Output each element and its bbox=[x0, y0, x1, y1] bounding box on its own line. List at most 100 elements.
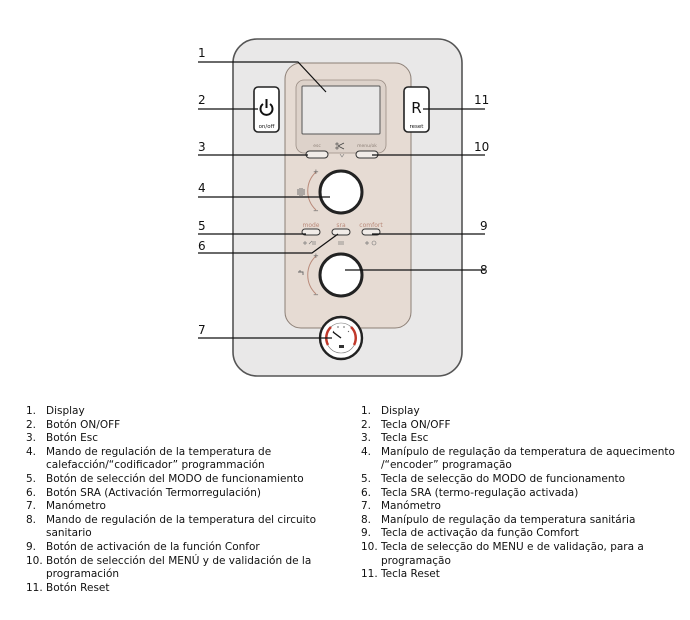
legend-item-text: programación bbox=[46, 568, 120, 581]
legend-item-text: Manípulo de regulação da temperatura san… bbox=[381, 513, 636, 526]
legend-item-text: programação bbox=[381, 554, 451, 567]
legend-item-text: Botón SRA (Activación Termorregulación) bbox=[46, 486, 261, 499]
legend-item: 10.Tecla de selecção do MENU e de valida… bbox=[361, 541, 681, 568]
legend-item-text: Tecla de selecção do MENU e de validação… bbox=[381, 540, 644, 553]
legend-item-number: 5. bbox=[361, 472, 372, 485]
legend-item: 1.Display bbox=[361, 405, 681, 419]
callout-1: 1 bbox=[198, 46, 206, 60]
legend-item-number: 4. bbox=[361, 445, 372, 458]
legend-item-text: Tecla de selecção do MODO de funcionamen… bbox=[381, 472, 626, 485]
callout-8: 8 bbox=[480, 263, 488, 277]
legend-item-text: Manómetro bbox=[46, 500, 106, 513]
legend-item-number: 2. bbox=[361, 418, 372, 431]
legend-item-text: Botón ON/OFF bbox=[46, 418, 121, 431]
callout-7: 7 bbox=[198, 323, 206, 337]
tap-clock-icon bbox=[365, 240, 377, 246]
sra-button[interactable] bbox=[331, 228, 351, 236]
legend-item-number: 5. bbox=[26, 472, 37, 485]
legend-item-text: Manípulo de regulação da temperatura de … bbox=[381, 445, 675, 458]
legend-item: 4. Manípulo de regulação da temperatura d… bbox=[361, 446, 681, 473]
legend-item-number: 10. bbox=[26, 554, 43, 567]
heating-knob[interactable] bbox=[318, 169, 364, 215]
legend-item-number: 8. bbox=[361, 513, 372, 526]
legend-item-text: Tecla SRA (termo-regulação activada) bbox=[381, 486, 579, 499]
legend-item: 2. Botón ON/OFF bbox=[26, 419, 346, 433]
tap-icon bbox=[298, 270, 304, 275]
legend-item-number: 6. bbox=[361, 486, 372, 499]
mode-button[interactable] bbox=[301, 228, 321, 236]
dhw-knob[interactable] bbox=[318, 252, 364, 298]
display-screen[interactable] bbox=[301, 85, 381, 135]
esc-label: esc bbox=[313, 144, 321, 149]
legend-item-text: Botón de selección del MODO de funcionam… bbox=[46, 472, 304, 485]
heating-knob-scale: + − bbox=[307, 168, 319, 215]
legend-item-number: 10. bbox=[361, 540, 378, 553]
legend-item-text: Manómetro bbox=[381, 500, 441, 513]
on-off-label: on/off bbox=[259, 124, 275, 130]
legend-item: 11.Botón Reset bbox=[26, 582, 346, 596]
callout-3: 3 bbox=[198, 140, 206, 154]
legend-item: 2. Tecla ON/OFF bbox=[361, 419, 681, 433]
legend-item-text: /“encoder” programação bbox=[381, 459, 512, 472]
heating-minus-sign: − bbox=[313, 207, 319, 215]
legend-item-text: Tecla Reset bbox=[381, 568, 440, 581]
legend-item: 9. Tecla de activação da função Comfort bbox=[361, 527, 681, 541]
tool-icon bbox=[339, 153, 345, 158]
legend-item: 6. Botón SRA (Activación Termorregulación… bbox=[26, 487, 346, 501]
legend-item: 6. Tecla SRA (termo-regulação activada) bbox=[361, 487, 681, 501]
legend-item-text: Botón Esc bbox=[46, 432, 99, 445]
leader-lines bbox=[198, 61, 485, 339]
legend-item-number: 6. bbox=[26, 486, 37, 499]
legend-item-text: calefacción/“codificador” programmación bbox=[46, 459, 265, 472]
legend-item-number: 9. bbox=[361, 527, 372, 540]
scissors-icon bbox=[335, 142, 345, 150]
radiator-small-icon bbox=[338, 241, 344, 245]
legend-item: 3.Tecla Esc bbox=[361, 432, 681, 446]
legend-item-number: 4. bbox=[26, 445, 37, 458]
legend-item-number: 3. bbox=[26, 432, 37, 445]
legend-item-text: Display bbox=[381, 405, 420, 417]
esc-button[interactable] bbox=[305, 150, 329, 159]
legend-item-number: 3. bbox=[361, 432, 372, 445]
callout-9: 9 bbox=[480, 219, 488, 233]
legend-item-text: Botón Reset bbox=[46, 581, 110, 594]
dhw-plus-sign: + bbox=[313, 252, 319, 260]
sra-label: sra bbox=[336, 222, 346, 229]
legend-item-text: Tecla ON/OFF bbox=[381, 418, 451, 431]
legend-item: 1. Display bbox=[26, 405, 346, 419]
legend-item: 11.Tecla Reset bbox=[361, 568, 681, 582]
legend-item-number: 2. bbox=[26, 418, 37, 431]
mode-label: mode bbox=[302, 222, 319, 229]
legend-item: 5. Tecla de selecção do MODO de funcionam… bbox=[361, 473, 681, 487]
legend-item-number: 11. bbox=[361, 568, 378, 581]
legend-item-number: 9. bbox=[26, 540, 37, 553]
legend-item: 7. Manómetro bbox=[361, 500, 681, 514]
legend-item: 8. Manípulo de regulação da temperatura s… bbox=[361, 514, 681, 528]
legend-item-text: Botón de selección del MENÚ y de validac… bbox=[46, 554, 312, 567]
boiler-control-panel-diagram: esc menu/ok + − mode sra comfort + − bbox=[198, 38, 489, 377]
comfort-label: comfort bbox=[359, 222, 383, 229]
reset-label: reset bbox=[410, 124, 425, 130]
power-icon bbox=[259, 99, 274, 116]
legend-item-number: 8. bbox=[26, 513, 37, 526]
callout-5: 5 bbox=[198, 219, 206, 233]
legend-item: 9.Botón de activación de la función Conf… bbox=[26, 541, 346, 555]
callout-6: 6 bbox=[198, 239, 206, 253]
legend-item: 4. Mando de regulación de la temperatura … bbox=[26, 446, 346, 473]
callout-2: 2 bbox=[198, 93, 206, 107]
legend-item-text: Tecla de activação da função Comfort bbox=[381, 527, 579, 540]
dhw-minus-sign: − bbox=[313, 291, 319, 299]
callout-4: 4 bbox=[198, 181, 206, 195]
legend-item: 7.Manómetro bbox=[26, 500, 346, 514]
tap-radiator-icon bbox=[303, 240, 316, 245]
legend-item-text: Display bbox=[46, 405, 85, 417]
legend-item: 10.Botón de selección del MENÚ y de vali… bbox=[26, 555, 346, 582]
legend-item-number: 7. bbox=[361, 500, 372, 513]
heating-plus-sign: + bbox=[313, 168, 319, 176]
legend-item: 3. Botón Esc bbox=[26, 432, 346, 446]
dhw-knob-scale: + − bbox=[307, 252, 319, 299]
callout-10: 10 bbox=[474, 140, 489, 154]
legend-item-number: 1. bbox=[26, 405, 37, 417]
legend-item-text: Mando de regulación de la temperatura de bbox=[46, 445, 272, 458]
